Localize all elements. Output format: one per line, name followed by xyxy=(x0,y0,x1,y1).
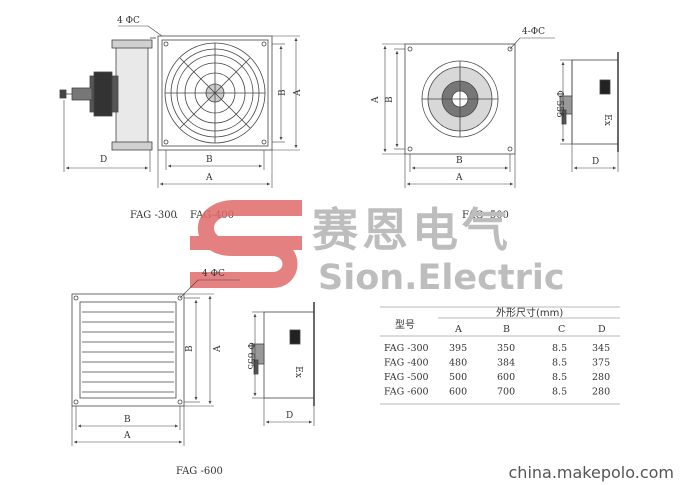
brand-name-zh: 赛恩电气 xyxy=(312,203,512,257)
fag600-dims xyxy=(71,279,240,446)
fag600-side-dims xyxy=(252,311,315,426)
table-cell: 600 xyxy=(449,387,467,398)
table-column-headers: A B C D xyxy=(454,324,606,335)
fag300-label-b: B xyxy=(206,155,213,165)
fag600-caption: FAG -600 xyxy=(176,466,223,477)
fag500-label-a: A xyxy=(455,173,463,183)
table-cell: 480 xyxy=(449,358,467,369)
watermark-text: china.makepolo.com xyxy=(508,463,675,482)
fag500-label-a-vertical: A xyxy=(371,96,381,104)
table-cell: 375 xyxy=(592,358,610,369)
sion-logo-icon xyxy=(190,200,302,288)
fag600-dia-label: Φ 655 xyxy=(245,342,255,370)
table-cell: 384 xyxy=(497,358,515,369)
table-row: FAG -400 480 384 8.5 375 xyxy=(384,358,610,369)
fag300-label-b-vertical: B xyxy=(278,89,288,96)
table-cell-model: FAG -500 xyxy=(384,372,429,383)
table-cell-model: FAG -300 xyxy=(384,343,429,354)
fag600-label-a-vertical: A xyxy=(213,345,223,353)
fag300-dims xyxy=(118,25,300,188)
fag300-dim-d xyxy=(63,100,151,172)
table-column-header: B xyxy=(503,324,510,335)
fag500-label-b: B xyxy=(456,156,463,166)
fag300-hole-label: 4 ΦC xyxy=(117,16,140,26)
fag500-dia-label: Φ 555 xyxy=(554,90,564,118)
fag300-label-a: A xyxy=(205,173,213,183)
fag500-side-dims xyxy=(560,59,619,172)
fag600-front-view xyxy=(71,293,185,407)
table-cell: 8.5 xyxy=(552,343,567,354)
fag600-side-view xyxy=(251,302,315,406)
fag500-label-b-vertical: B xyxy=(385,96,395,103)
fag300-label-d: D xyxy=(100,155,107,165)
fag600-label-a: A xyxy=(123,431,131,441)
dot-separator: . xyxy=(175,210,178,221)
fag300-side-view xyxy=(59,37,156,151)
table-header-dimensions: 外形尺寸(mm) xyxy=(496,306,563,319)
table-row: FAG -300 395 350 8.5 345 xyxy=(384,343,610,354)
fag300-label-a-vertical: A xyxy=(293,89,303,97)
fag500-front-view xyxy=(404,43,516,155)
table-cell: 500 xyxy=(449,372,467,383)
table-cell: 8.5 xyxy=(552,372,567,383)
table-cell: 8.5 xyxy=(552,358,567,369)
fag600-ex-label: Ex xyxy=(293,366,303,378)
fag500-caption: FAG -500 xyxy=(462,210,509,221)
table-cell: 8.5 xyxy=(552,387,567,398)
fag500-dims xyxy=(382,37,555,188)
table-cell: 600 xyxy=(497,372,515,383)
table-cell: 395 xyxy=(449,343,467,354)
fag500-label-d: D xyxy=(592,157,599,167)
fag500-ex-label: Ex xyxy=(602,114,612,126)
table-cell: 280 xyxy=(592,372,610,383)
table-column-header: C xyxy=(558,324,565,335)
table-column-header: D xyxy=(598,324,606,335)
fag600-hole-label: 4 ΦC xyxy=(202,269,225,279)
table-row: FAG -600 600 700 8.5 280 xyxy=(384,387,610,398)
table-cell-model: FAG -400 xyxy=(384,358,429,369)
table-cell: 345 xyxy=(592,343,610,354)
table-cell: 350 xyxy=(497,343,515,354)
fag300-front-view xyxy=(157,35,273,151)
fag500-hole-label: 4-ΦC xyxy=(522,27,545,37)
fag600-label-d: D xyxy=(286,411,293,421)
table-header-model: 型号 xyxy=(395,318,415,331)
table-cell-model: FAG -600 xyxy=(384,387,429,398)
table-row: FAG -500 500 600 8.5 280 xyxy=(384,372,610,383)
fag600-label-b-vertical: B xyxy=(185,345,195,352)
fag600-label-b: B xyxy=(124,415,131,425)
table-cell: 280 xyxy=(592,387,610,398)
table-column-header: A xyxy=(454,324,462,335)
table-cell: 700 xyxy=(497,387,515,398)
fag500-side-view xyxy=(559,52,619,152)
fag300-caption: FAG -300 xyxy=(130,210,177,221)
brand-name-en: Sion.Electric xyxy=(318,258,565,298)
